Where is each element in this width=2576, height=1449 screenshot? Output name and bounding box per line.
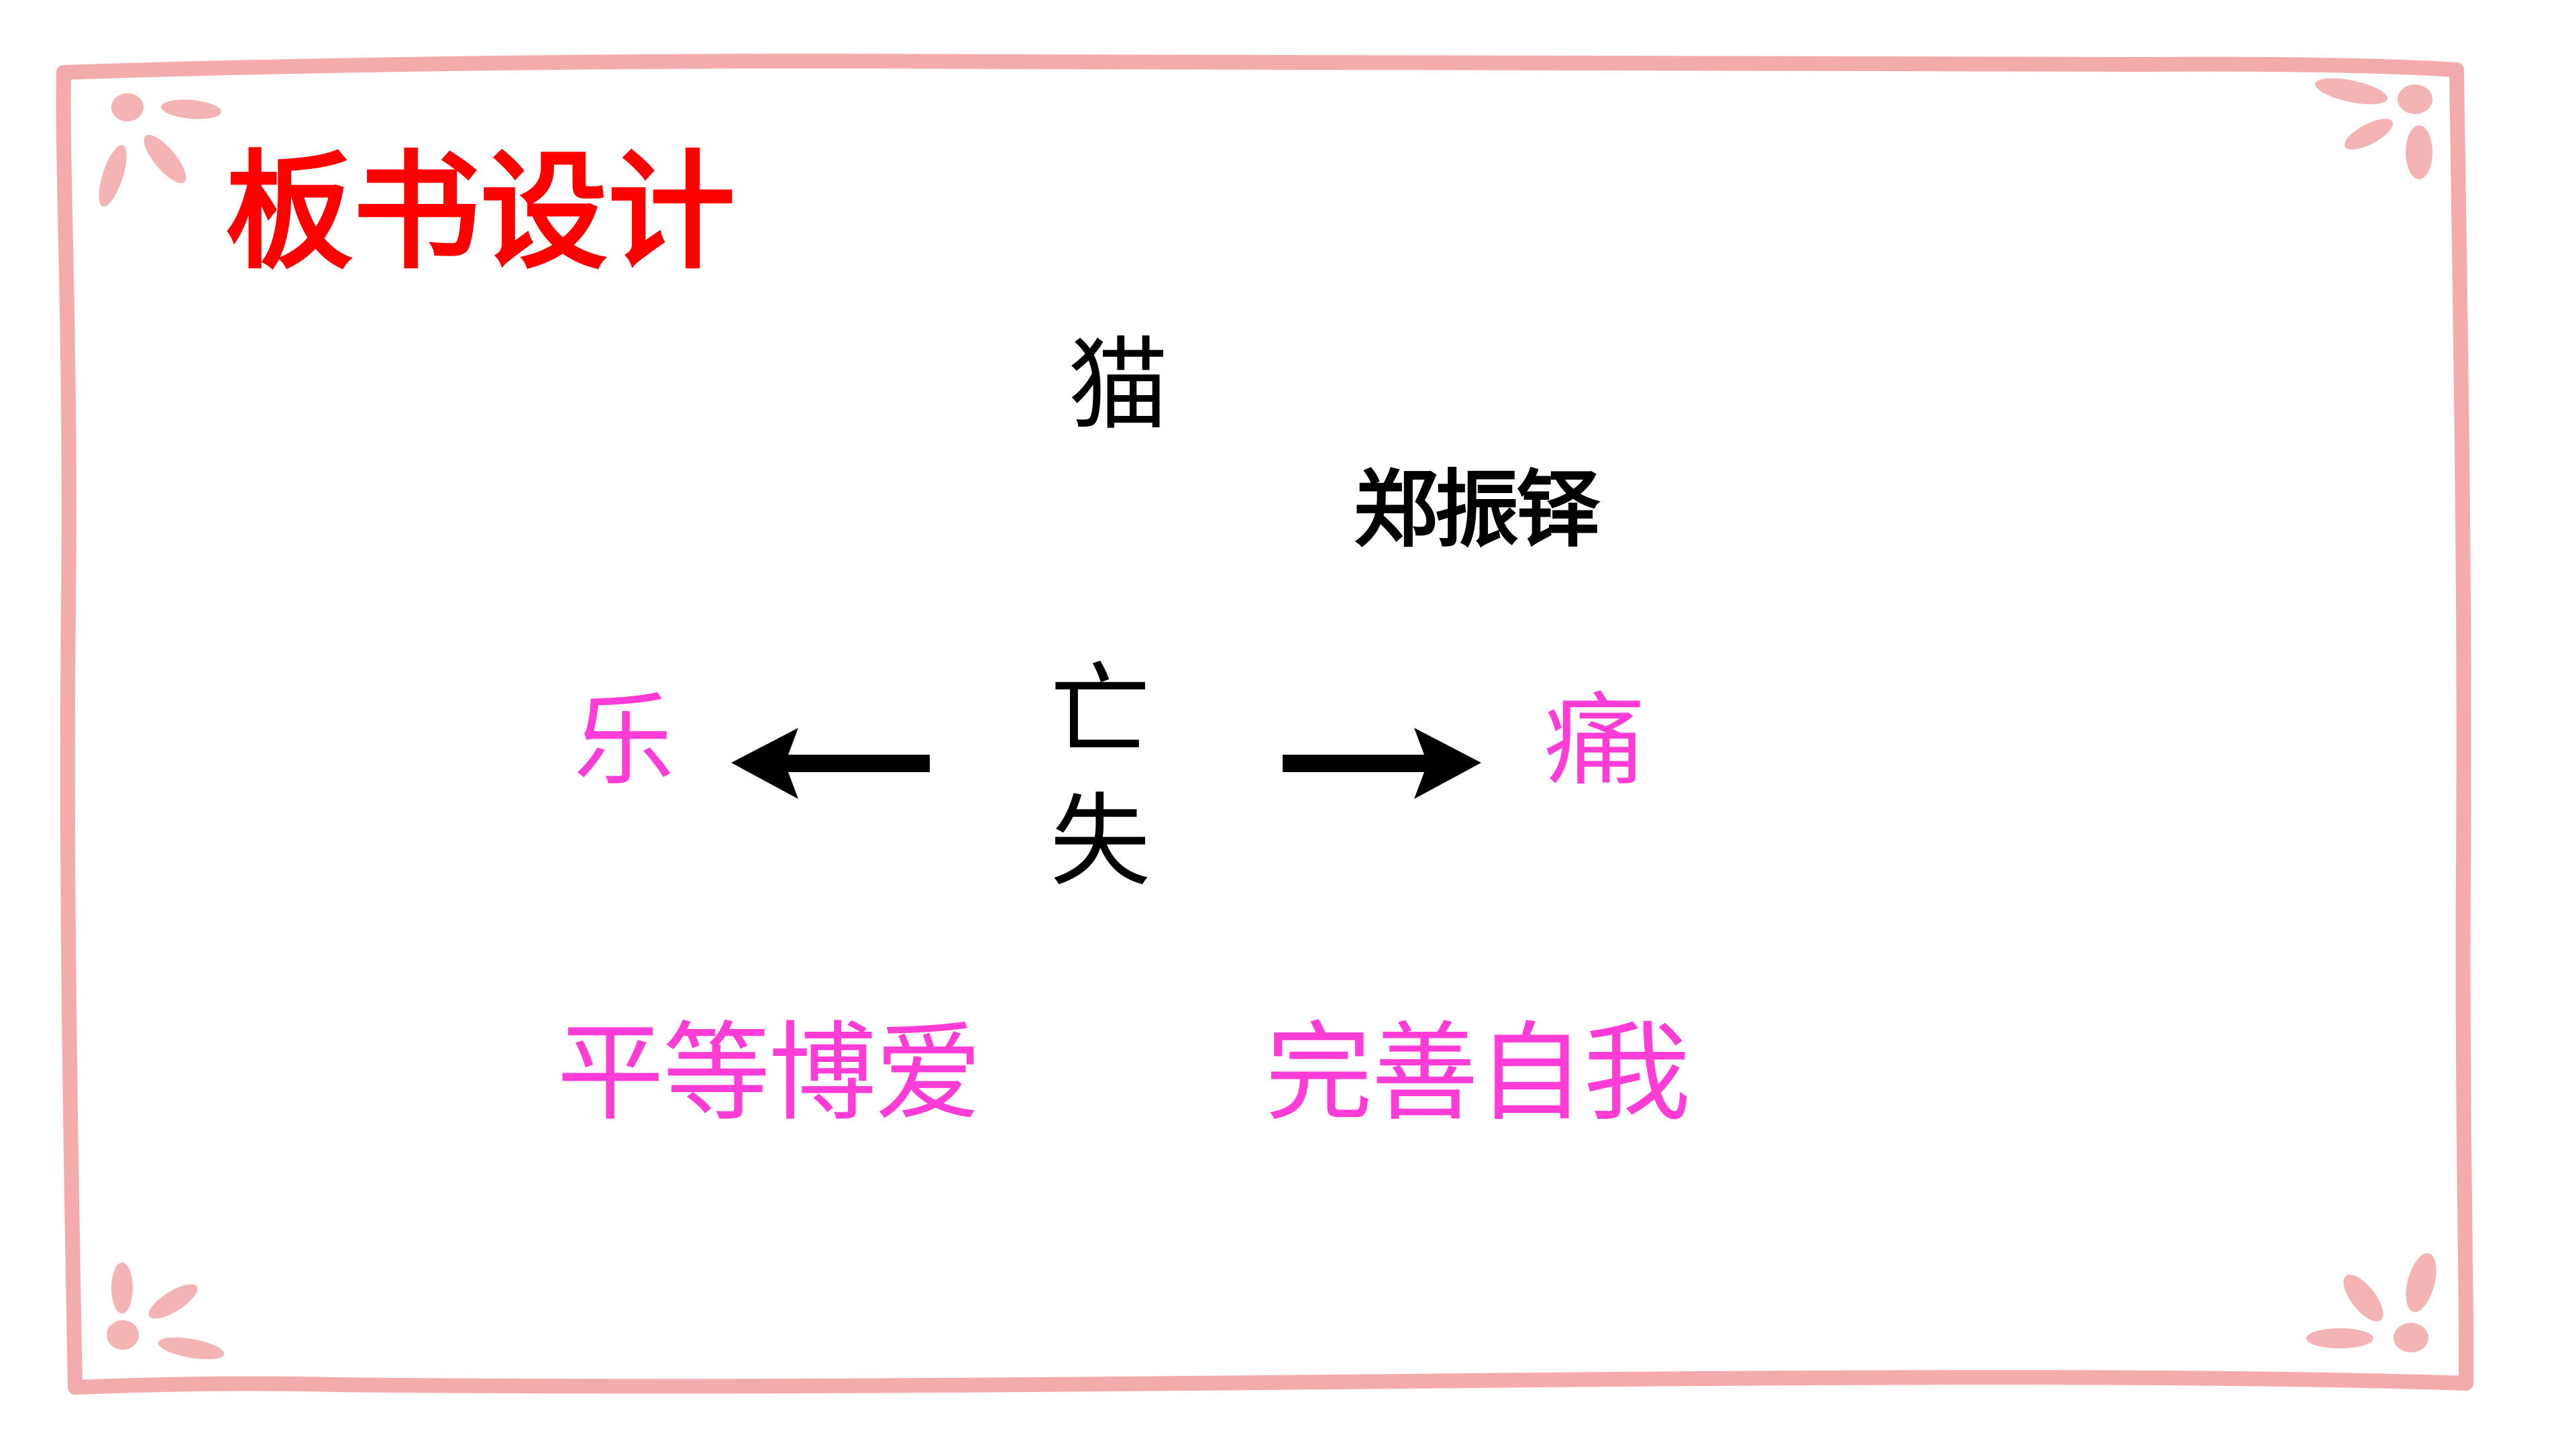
- left-branch-phrase: 平等博爱: [557, 1010, 982, 1136]
- left-branch-label: 乐: [574, 683, 675, 800]
- right-branch-phrase: 完善自我: [1265, 1010, 1690, 1136]
- center-char-bottom: 失: [1050, 784, 1151, 900]
- center-char-top: 亡: [1050, 653, 1151, 769]
- slide-title: 板书设计: [225, 138, 736, 286]
- corner-ornament-bottom-right: [2306, 1253, 2436, 1352]
- corner-ornament-top-right: [2315, 78, 2432, 179]
- corner-ornament-top-left: [99, 93, 221, 207]
- corner-ornament-bottom-left: [107, 1263, 225, 1360]
- lesson-title: 猫: [1068, 327, 1169, 444]
- arrow-left-icon: [731, 728, 930, 799]
- right-branch-label: 痛: [1544, 683, 1646, 800]
- author-name: 郑振铎: [1354, 461, 1600, 559]
- arrow-right-icon: [1283, 728, 1481, 799]
